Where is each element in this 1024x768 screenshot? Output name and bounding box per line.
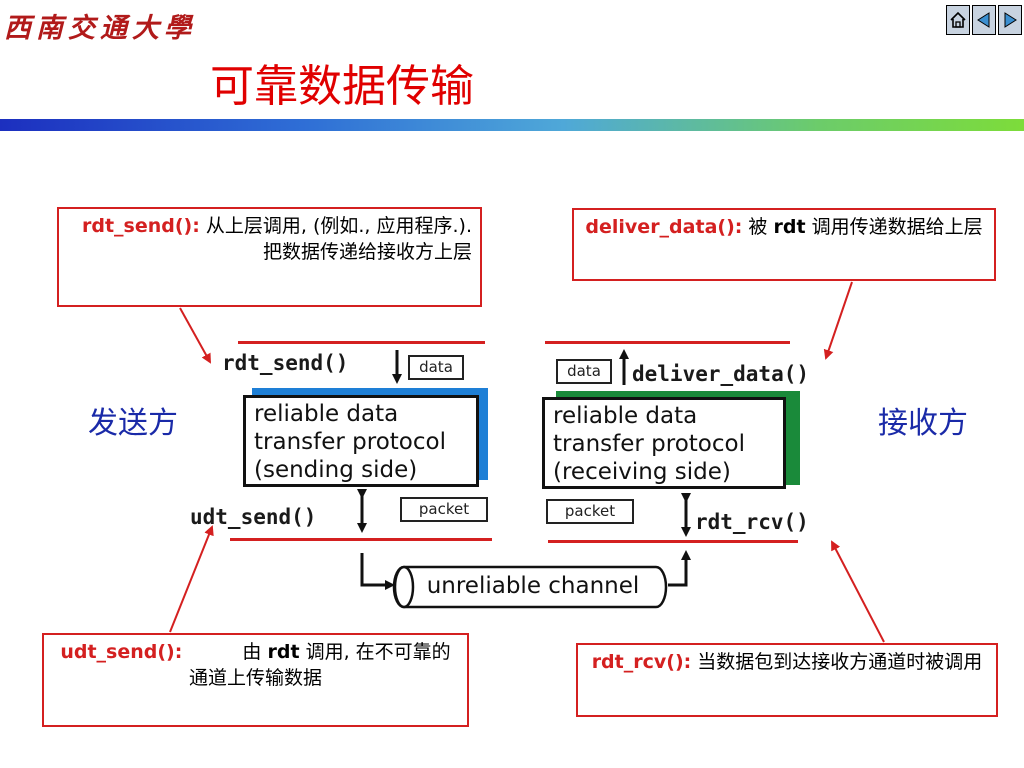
unreliable-channel-label: unreliable channel <box>426 573 640 599</box>
page-title: 可靠数据传输 <box>210 61 474 112</box>
callout-udt-send: udt_send(): 由 rdt 调用, 在不可靠的通道上传输数据 <box>42 633 469 727</box>
callout-deliver-data-name: deliver_data(): <box>585 216 743 238</box>
callout-rdt-rcv: rdt_rcv(): 当数据包到达接收方通道时被调用 <box>576 643 998 717</box>
callout-udt-send-name: udt_send(): <box>60 641 183 663</box>
callout-rdt-rcv-desc: 当数据包到达接收方通道时被调用 <box>697 651 983 673</box>
university-logo: 西南交通大學 <box>4 13 196 44</box>
callout-deliver-data-prefix: 被 <box>748 216 768 238</box>
callout-deliver-data: deliver_data(): 被 rdt 调用传递数据给上层 <box>572 208 996 281</box>
sender-packet-tag: packet <box>400 497 488 522</box>
previous-icon[interactable] <box>972 5 996 35</box>
deliver-data-label: deliver_data() <box>632 362 810 386</box>
receiver-protocol-box: reliable data transfer protocol (receivi… <box>542 397 786 489</box>
sender-protocol-box: reliable data transfer protocol (sending… <box>243 395 479 487</box>
sender-box-line-3: (sending side) <box>254 457 418 483</box>
callout-udt-send-rdt: rdt <box>267 641 300 663</box>
receiver-packet-tag: packet <box>546 499 634 524</box>
receiver-upper-layer-line <box>545 341 790 344</box>
sender-upper-layer-line <box>238 341 485 344</box>
udt-send-label: udt_send() <box>190 505 317 529</box>
title-divider <box>0 119 1024 131</box>
rdt-send-label: rdt_send() <box>222 351 349 375</box>
callout-udt-send-prefix: 由 <box>242 641 262 663</box>
home-icon[interactable] <box>946 5 970 35</box>
sender-label: 发送方 <box>88 406 178 441</box>
receiver-data-tag: data <box>556 359 612 384</box>
callout-udt-send-suffix: 调用, 在不可靠的通道上传输数据 <box>188 641 451 689</box>
callout-deliver-data-rdt: rdt <box>773 216 806 238</box>
callout-rdt-send-desc: 从上层调用, (例如., 应用程序.). 把数据传递给接收方上层 <box>205 215 472 263</box>
receiver-box-line-3: (receiving side) <box>553 459 731 485</box>
callout-rdt-rcv-name: rdt_rcv(): <box>591 651 692 673</box>
receiver-box-line-2: transfer protocol <box>553 431 745 457</box>
unreliable-channel-pipe <box>392 565 668 609</box>
receiver-lower-layer-line <box>548 540 798 543</box>
callout-rdt-send-name: rdt_send(): <box>82 215 200 237</box>
callout-deliver-data-suffix: 调用传递数据给上层 <box>811 216 983 238</box>
sender-lower-layer-line <box>230 538 492 541</box>
sender-data-tag: data <box>408 355 464 380</box>
sender-box-line-1: reliable data <box>254 401 399 427</box>
next-icon[interactable] <box>998 5 1022 35</box>
receiver-box-line-1: reliable data <box>553 403 698 429</box>
sender-box-line-2: transfer protocol <box>254 429 446 455</box>
callout-rdt-send: rdt_send(): 从上层调用, (例如., 应用程序.). 把数据传递给接… <box>57 207 482 307</box>
rdt-rcv-label: rdt_rcv() <box>695 510 809 534</box>
receiver-label: 接收方 <box>878 406 968 441</box>
